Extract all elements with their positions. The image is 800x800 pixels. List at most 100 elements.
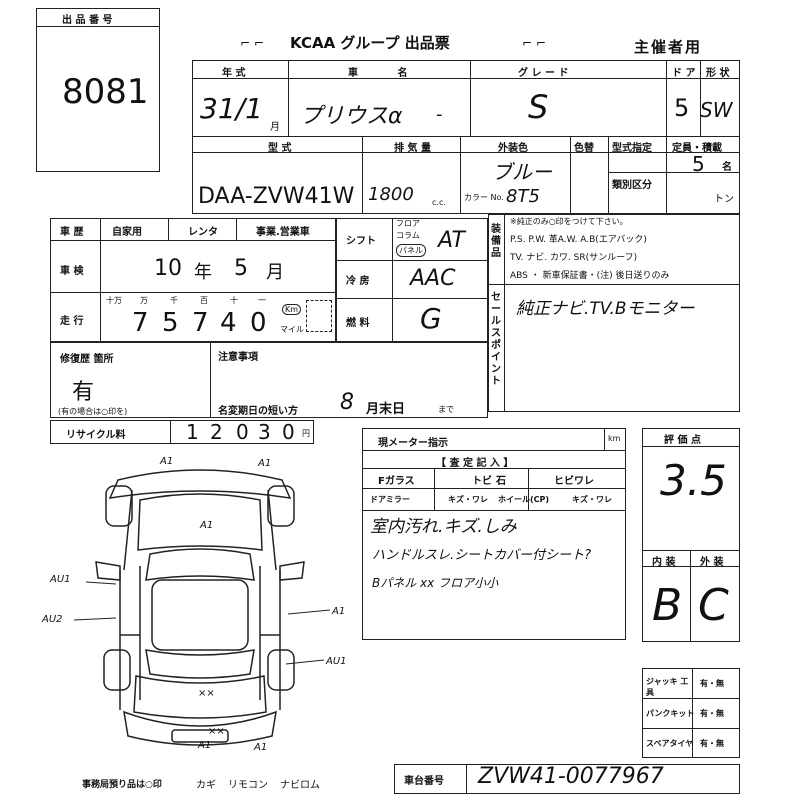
- shaken-month-unit: 月: [266, 262, 284, 283]
- ton-label: トン: [714, 194, 734, 205]
- lot-number-box: [36, 8, 160, 172]
- color-no-label: カラー No.: [464, 193, 504, 202]
- mileage-unit-100k: 十万: [106, 296, 122, 305]
- score-section: [642, 428, 740, 642]
- history-label: 車 歴: [60, 227, 84, 238]
- organizer-label: 主催者用: [634, 38, 703, 56]
- cc-label: c.c.: [432, 198, 446, 207]
- mark-hood: A1: [199, 520, 213, 531]
- interior-score: B: [652, 580, 683, 631]
- mark-right-a1: A1: [331, 606, 345, 617]
- car-name-value: プリウスα: [300, 104, 403, 129]
- ac-label: 冷 房: [346, 276, 370, 287]
- type-designation-label: 型式指定: [612, 143, 652, 154]
- office-keep-label: 事務局預り品は○印: [82, 780, 162, 790]
- mark-rear-left: A1: [197, 740, 211, 751]
- sales-point-value: 純正ナビ.TV.Bモニター: [516, 299, 695, 319]
- chassis-number-value: ZVW41-0077967: [478, 764, 664, 789]
- mark-left-au2: AU2: [41, 614, 63, 625]
- color-code-value: 8T5: [506, 186, 540, 207]
- shift-floor-option: フロア: [396, 219, 420, 228]
- mileage-unit-10k: 万: [140, 296, 148, 305]
- doors-value: 5: [674, 94, 690, 122]
- equipment-options-3: ABS ・ 新車保証書・(注) 後日送りのみ: [510, 271, 670, 281]
- km-option: Km: [282, 304, 302, 315]
- mileage-unit-100: 百: [200, 296, 208, 305]
- registration-month: 8: [340, 390, 354, 415]
- recycle-fee-row: [50, 420, 314, 444]
- shift-ac-fuel-section: [336, 218, 488, 342]
- chip-option: トビ: [472, 476, 492, 487]
- mileage-digit: 7: [132, 308, 149, 338]
- registration-rest: 月末日: [366, 402, 406, 417]
- mileage-unit-10: 十: [230, 296, 238, 305]
- door-mirror-damage: キズ・ワレ: [448, 495, 488, 504]
- vehicle-info-grid: [192, 60, 740, 214]
- mark-rear-xx: ××: [198, 688, 215, 699]
- mileage-unit-1k: 千: [170, 296, 178, 305]
- inspection-note-2: ハンドルスレ.シートカバー付シート?: [372, 548, 592, 563]
- shift-value: AT: [438, 228, 465, 253]
- mile-option: マイル: [280, 325, 304, 334]
- accessories-section: [642, 668, 740, 758]
- category-label: 類別区分: [612, 180, 652, 191]
- recycle-fee-label: リサイクル料: [66, 430, 126, 441]
- key-item: カギ: [196, 780, 216, 791]
- recycle-digit: 0: [282, 420, 295, 444]
- inspection-note-1: 室内汚れ.キズ.しみ: [370, 517, 517, 537]
- mark-trunk-xx: ××: [208, 726, 225, 737]
- puncture-kit-yes-no: 有・無: [700, 709, 724, 718]
- usage-section: [50, 218, 336, 342]
- mileage-unit-1: 一: [258, 296, 266, 305]
- spare-tire-label: スペアタイヤ: [646, 739, 694, 748]
- displacement-label: 排 気 量: [394, 143, 431, 154]
- mark-front-right: A1: [257, 458, 271, 469]
- puncture-kit-label: パンクキット: [646, 709, 695, 718]
- capacity-value: 5: [692, 152, 705, 176]
- fuel-value: G: [420, 302, 442, 335]
- year-month-label: 月: [270, 122, 280, 133]
- wheel-label: ホイール(CP): [498, 495, 550, 504]
- rental-option: レンタ: [188, 227, 218, 238]
- body-type-label: 形 状: [706, 68, 730, 79]
- grade-label: グ レ ー ド: [518, 68, 569, 79]
- meter-label: 現メーター指示: [378, 438, 448, 449]
- grade-value: S: [528, 88, 549, 126]
- equipment-options-2: TV. ナビ. カワ. SR(サンルーフ): [510, 253, 638, 263]
- mileage-digit: 5: [162, 308, 179, 338]
- equipment-section: [488, 214, 740, 412]
- inspection-header: 【 査 定 記 入 】: [436, 458, 514, 469]
- repair-history-value: 有: [72, 380, 95, 405]
- lot-number: 8081: [62, 72, 149, 112]
- equipment-label: 装備品: [491, 224, 501, 259]
- inspection-note-3: Bパネル xx フロア小小: [372, 576, 499, 590]
- door-mirror-label: ドアミラー: [370, 495, 410, 504]
- shaken-year: 10: [154, 256, 182, 281]
- registration-deadline-label: 名変期日の短い方: [218, 406, 298, 417]
- meter-unit: km: [608, 434, 621, 443]
- repair-note: (有の場合は○印を): [58, 407, 128, 416]
- equipment-instruction: ※純正のみ○印をつけて下さい。: [510, 217, 628, 226]
- year-label: 年 式: [222, 68, 246, 79]
- recycle-digit: 1: [186, 420, 199, 444]
- business-option: 事業.営業車: [256, 227, 310, 238]
- recycle-digit: 3: [258, 420, 271, 444]
- body-type-value: SW: [700, 98, 733, 122]
- spare-tire-yes-no: 有・無: [700, 739, 724, 748]
- year-value: 31/1: [200, 92, 263, 125]
- inspection-section: [362, 428, 626, 640]
- sales-point-label: セールスポイント: [491, 292, 501, 387]
- shift-column-option: コラム: [396, 231, 420, 240]
- shaken-month: 5: [234, 256, 248, 281]
- fuel-label: 燃 料: [346, 318, 370, 329]
- yen-label: 円: [302, 429, 310, 438]
- exterior-label: 外 装: [700, 557, 724, 568]
- chassis-number-label: 車台番号: [404, 776, 444, 787]
- stone-option: 石: [496, 476, 506, 487]
- navi-rom-item: ナビロム: [280, 780, 320, 791]
- displacement-value: 1800: [368, 184, 414, 205]
- exterior-score: C: [698, 580, 729, 631]
- shaken-label: 車 検: [60, 266, 84, 277]
- lot-number-label: 出 品 番 号: [62, 15, 113, 26]
- car-name-label: 車 名: [348, 68, 426, 79]
